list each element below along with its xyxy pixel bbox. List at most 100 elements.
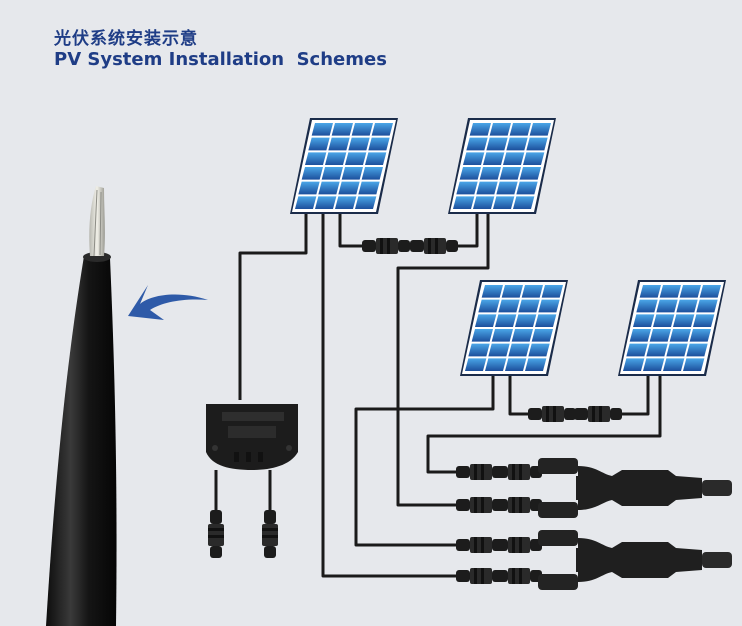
solar-cell xyxy=(358,181,380,195)
solar-cell xyxy=(676,299,698,313)
junction-box xyxy=(206,404,298,470)
solar-cell xyxy=(499,167,521,180)
solar-cell xyxy=(361,167,383,180)
solar-cell xyxy=(643,358,665,371)
solar-cell xyxy=(469,123,491,136)
solar-cell xyxy=(689,329,711,342)
solar-cell xyxy=(473,196,495,209)
solar-cell xyxy=(331,123,353,136)
branch-connector-bottom xyxy=(538,530,732,590)
solar-cell xyxy=(475,314,497,327)
solar-cell xyxy=(669,329,691,342)
solar-cell xyxy=(649,329,671,342)
left-arrow-icon xyxy=(128,285,208,320)
solar-cell xyxy=(498,299,520,313)
solar-cell xyxy=(511,329,533,342)
solar-panel-3 xyxy=(460,280,568,376)
wiring xyxy=(214,214,662,578)
solar-cell xyxy=(355,196,377,209)
solar-cell xyxy=(301,167,323,180)
solar-cell xyxy=(318,181,340,195)
title-chinese: 光伏系统安装示意 xyxy=(54,29,198,49)
solar-cell xyxy=(489,123,511,136)
solar-cell xyxy=(338,181,360,195)
solar-cell xyxy=(481,285,503,298)
solar-cell xyxy=(515,314,537,327)
solar-cell xyxy=(683,358,705,371)
solar-cell xyxy=(663,358,685,371)
solar-cell xyxy=(495,314,517,327)
solar-panel-1 xyxy=(290,118,398,214)
solar-cell xyxy=(488,343,510,357)
solar-cell xyxy=(315,196,337,209)
solar-cell xyxy=(351,123,373,136)
solar-panel-4 xyxy=(618,280,726,376)
solar-cell xyxy=(639,285,661,298)
solar-cell xyxy=(626,343,648,357)
solar-cell xyxy=(468,343,490,357)
solar-cell xyxy=(456,181,478,195)
solar-cell xyxy=(321,167,343,180)
solar-cell xyxy=(368,137,390,151)
connector-row xyxy=(456,464,542,584)
solar-cell xyxy=(525,358,547,371)
solar-cell xyxy=(636,299,658,313)
solar-cell xyxy=(519,167,541,180)
solar-cell xyxy=(629,329,651,342)
solar-cell xyxy=(693,314,715,327)
solar-cell xyxy=(325,152,347,165)
solar-cell xyxy=(509,123,531,136)
solar-cell xyxy=(513,196,535,209)
solar-cell xyxy=(345,152,367,165)
solar-cell xyxy=(506,137,528,151)
solar-cell xyxy=(505,358,527,371)
solar-cell xyxy=(518,299,540,313)
solar-cell xyxy=(523,152,545,165)
solar-cell xyxy=(341,167,363,180)
connector-pair-middle xyxy=(528,406,622,422)
solar-cell xyxy=(501,285,523,298)
solar-cell xyxy=(463,152,485,165)
solar-cell xyxy=(538,299,560,313)
solar-cell xyxy=(531,329,553,342)
connector-pair-top xyxy=(362,238,458,254)
solar-cell xyxy=(699,285,721,298)
solar-cell xyxy=(479,167,501,180)
solar-cell xyxy=(335,196,357,209)
solar-cell xyxy=(623,358,645,371)
solar-cell xyxy=(659,285,681,298)
solar-cell xyxy=(666,343,688,357)
solar-cell xyxy=(305,152,327,165)
solar-cell xyxy=(453,196,475,209)
solar-cell xyxy=(696,299,718,313)
solar-cell xyxy=(528,343,550,357)
solar-cell xyxy=(365,152,387,165)
solar-cell xyxy=(491,329,513,342)
solar-cell xyxy=(516,181,538,195)
solar-cell xyxy=(529,123,551,136)
solar-cell xyxy=(493,196,515,209)
solar-cell xyxy=(483,152,505,165)
solar-cell xyxy=(308,137,330,151)
solar-cell xyxy=(311,123,333,136)
solar-panel-2 xyxy=(448,118,556,214)
solar-cell xyxy=(521,285,543,298)
solar-cell xyxy=(679,285,701,298)
solar-cell xyxy=(656,299,678,313)
solar-cell xyxy=(508,343,530,357)
solar-cell xyxy=(653,314,675,327)
solar-cell xyxy=(633,314,655,327)
solar-cell xyxy=(298,181,320,195)
solar-cell xyxy=(466,137,488,151)
solar-cell xyxy=(371,123,393,136)
solar-cell xyxy=(486,137,508,151)
solar-cell xyxy=(646,343,668,357)
title-english: PV System Installation Schemes xyxy=(54,49,387,70)
solar-cell xyxy=(295,196,317,209)
solar-cell xyxy=(541,285,563,298)
solar-cell xyxy=(496,181,518,195)
solar-cell xyxy=(673,314,695,327)
solar-cell xyxy=(465,358,487,371)
